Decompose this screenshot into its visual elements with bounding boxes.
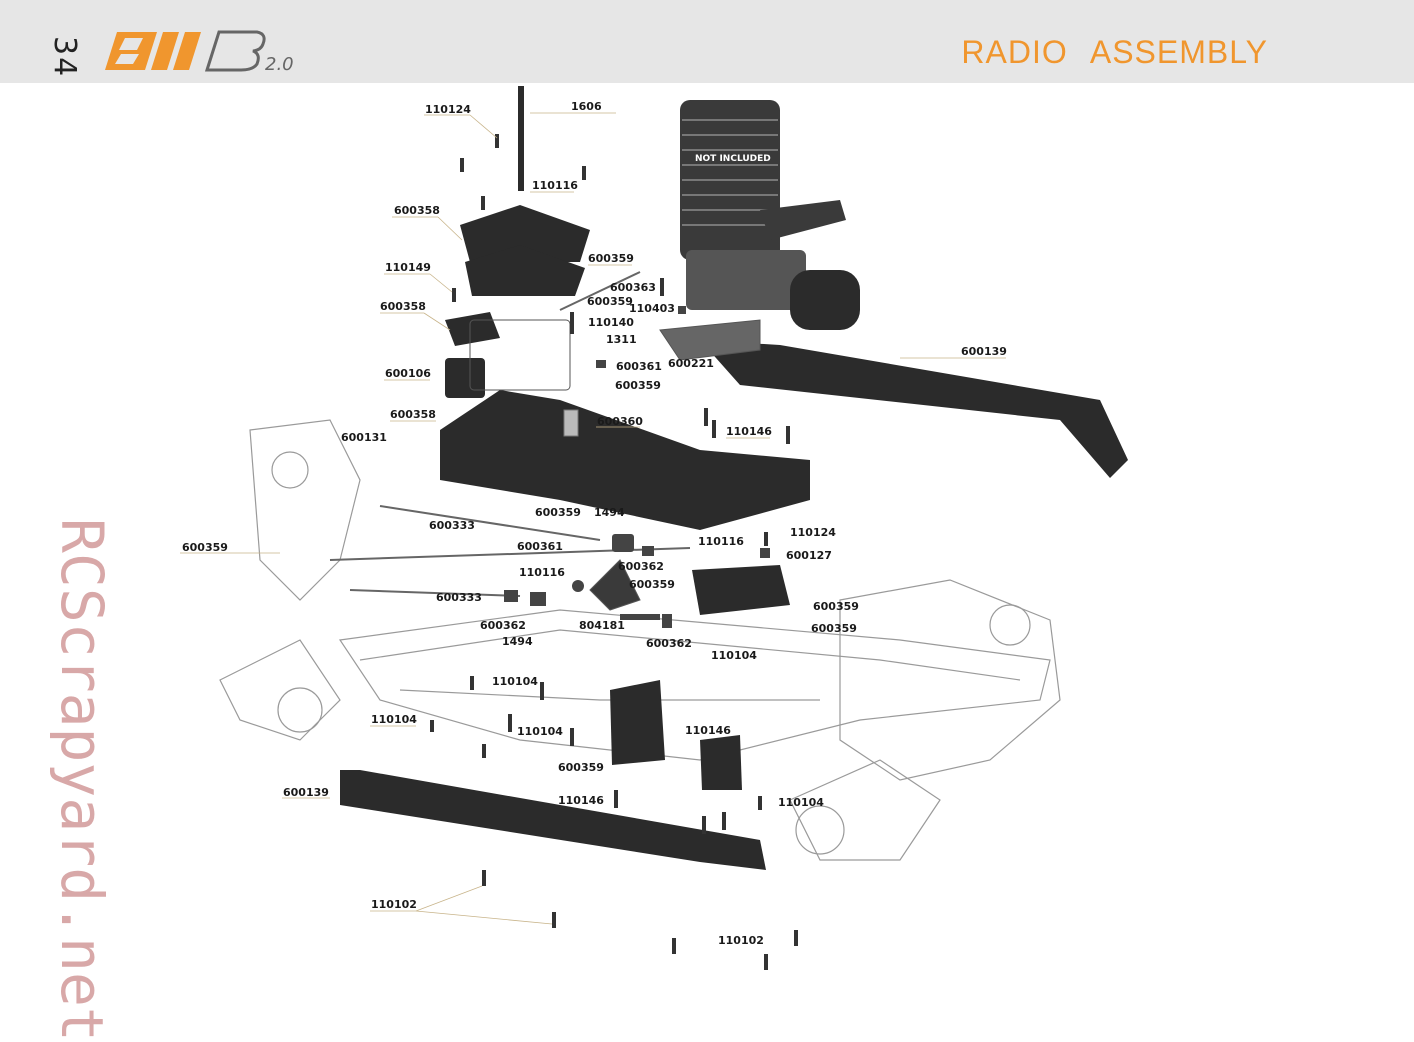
part-label: 110102 — [718, 934, 764, 947]
part-label: 110116 — [532, 179, 578, 192]
watermark: RCScrapyard.net — [48, 518, 116, 1042]
part-label: 600358 — [380, 300, 426, 313]
part-label: 110146 — [558, 794, 604, 807]
part-label: 600359 — [558, 761, 604, 774]
engine-not-included-note: NOT INCLUDED — [695, 154, 771, 164]
page-title: RADIO ASSEMBLY — [961, 34, 1268, 70]
part-label: 600362 — [480, 619, 526, 632]
part-label: 600362 — [646, 637, 692, 650]
part-label: 110116 — [698, 535, 744, 548]
part-label: 804181 — [579, 619, 625, 632]
part-label: 600362 — [618, 560, 664, 573]
part-label: 110116 — [519, 566, 565, 579]
part-label: 110124 — [425, 103, 471, 116]
part-label: 600221 — [668, 357, 714, 370]
part-label: 1311 — [606, 333, 637, 346]
part-label: 1494 — [594, 506, 625, 519]
part-label: 600359 — [588, 252, 634, 265]
part-label: 600127 — [786, 549, 832, 562]
part-label: 600139 — [283, 786, 329, 799]
part-label: 600359 — [587, 295, 633, 308]
part-label: 110146 — [685, 724, 731, 737]
part-label: 600359 — [615, 379, 661, 392]
part-label: 600359 — [811, 622, 857, 635]
part-label: 110104 — [778, 796, 824, 809]
part-label: 600139 — [961, 345, 1007, 358]
part-label: 600131 — [341, 431, 387, 444]
engine — [680, 100, 860, 330]
part-label: 600333 — [429, 519, 475, 532]
brand-logo: 2.0 — [105, 30, 294, 75]
part-label: 600361 — [616, 360, 662, 373]
part-label: 1606 — [571, 100, 602, 113]
part-label: 600359 — [629, 578, 675, 591]
part-label: 110104 — [517, 725, 563, 738]
part-label: 600360 — [597, 415, 643, 428]
part-label: 110104 — [371, 713, 417, 726]
svg-text:2.0: 2.0 — [265, 54, 294, 75]
part-label: 110403 — [629, 302, 675, 315]
part-label: 600358 — [394, 204, 440, 217]
part-label: 600106 — [385, 367, 431, 380]
part-label: 600363 — [610, 281, 656, 294]
part-label: 1494 — [502, 635, 533, 648]
part-label: 110104 — [492, 675, 538, 688]
part-label: 600358 — [390, 408, 436, 421]
part-label: 110124 — [790, 526, 836, 539]
part-label: 110104 — [711, 649, 757, 662]
part-label: 600333 — [436, 591, 482, 604]
part-label: 600359 — [182, 541, 228, 554]
part-label: 110146 — [726, 425, 772, 438]
exploded-assembly-diagram — [180, 86, 1128, 970]
part-label: 110140 — [588, 316, 634, 329]
part-label: 600359 — [535, 506, 581, 519]
part-label: 110102 — [371, 898, 417, 911]
part-label: 600359 — [813, 600, 859, 613]
part-label: 110149 — [385, 261, 431, 274]
part-label: 600361 — [517, 540, 563, 553]
